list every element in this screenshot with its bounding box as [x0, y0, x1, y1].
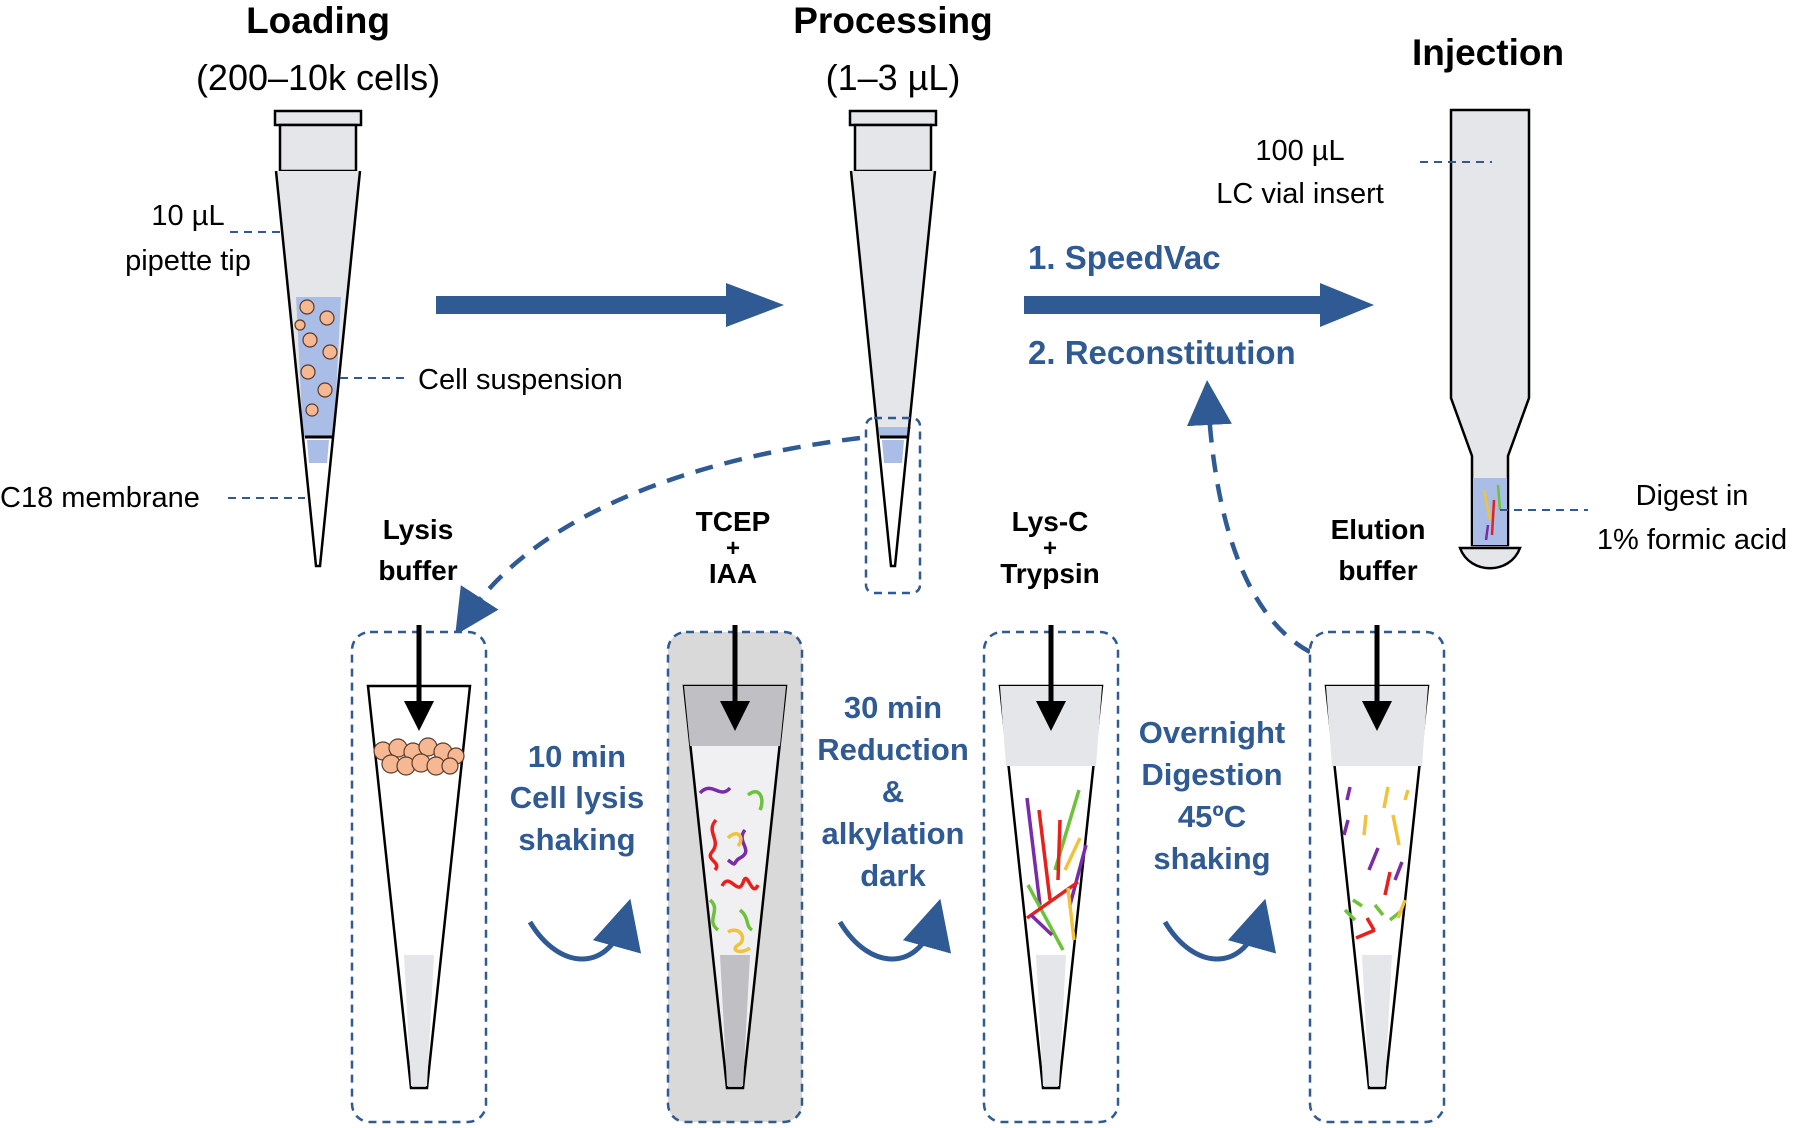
proteins-folded	[698, 786, 764, 954]
incubation-2-line5: dark	[860, 858, 926, 893]
reagent-plus-2: +	[1043, 535, 1057, 562]
transfer-step-2: 2. Reconstitution	[1028, 334, 1296, 371]
pipette-tip-loading	[273, 109, 363, 568]
curved-arrow-1	[527, 898, 642, 962]
stage-title-loading: Loading	[246, 0, 390, 41]
stage-title-injection: Injection	[1412, 32, 1564, 73]
stage-subtitle-loading: (200–10k cells)	[196, 57, 440, 98]
label-digest-line1: Digest in	[1636, 480, 1749, 512]
label-tip-line2: pipette tip	[125, 245, 251, 277]
incubation-1-line2: Cell lysis	[510, 780, 644, 815]
reagent-tcep: TCEP	[696, 506, 771, 537]
stage-title-processing: Processing	[793, 0, 992, 41]
curved-arrow-3	[1162, 898, 1277, 962]
reagent-elution-line2: buffer	[1338, 555, 1417, 586]
label-tip-line1: 10 µL	[151, 200, 224, 232]
incubation-3-line3: 45ºC	[1178, 799, 1246, 834]
label-digest-line2: 1% formic acid	[1597, 524, 1787, 556]
reagent-iaa: IAA	[709, 558, 757, 589]
reagent-trypsin: Trypsin	[1000, 558, 1100, 589]
tube-box-elution	[1308, 625, 1446, 1124]
dashed-arrow-to-lysis	[455, 435, 861, 636]
tube-box-lysis	[350, 625, 488, 1124]
reagent-lysis-line1: Lysis	[383, 514, 454, 545]
proteins-denatured	[1025, 789, 1088, 951]
reagent-lysis-line2: buffer	[378, 555, 457, 586]
incubation-2-line1: 30 min	[844, 690, 942, 725]
cell-suspension-liquid	[296, 297, 341, 437]
tube-box-digestion	[982, 625, 1120, 1124]
label-c18-membrane: C18 membrane	[0, 482, 200, 514]
dashed-arrow-to-reconstitution	[1186, 380, 1312, 654]
peptides	[1342, 786, 1410, 940]
arrow-loading-to-processing	[436, 283, 784, 327]
cells	[294, 299, 338, 417]
incubation-3-line2: Digestion	[1141, 757, 1282, 792]
incubation-2-line3: &	[882, 774, 904, 809]
incubation-3-line4: shaking	[1153, 841, 1270, 876]
stage-subtitle-processing: (1–3 µL)	[826, 57, 961, 98]
transfer-step-1: 1. SpeedVac	[1028, 239, 1221, 276]
leader-lines	[228, 161, 1588, 511]
incubation-1-line3: shaking	[518, 822, 635, 857]
arrow-processing-to-injection	[1024, 283, 1374, 327]
incubation-2-line2: Reduction	[817, 732, 969, 767]
reagent-plus-1: +	[726, 535, 740, 562]
reagent-lysc: Lys-C	[1012, 506, 1089, 537]
label-vial-line1: 100 µL	[1255, 135, 1344, 167]
curved-arrow-2	[837, 898, 952, 962]
tube-box-reduction	[666, 625, 804, 1124]
incubation-3-line1: Overnight	[1139, 715, 1285, 750]
label-cell-suspension: Cell suspension	[418, 364, 623, 396]
cell-pellet	[373, 737, 465, 776]
label-vial-line2: LC vial insert	[1216, 178, 1384, 210]
pipette-tip-processing	[848, 109, 938, 595]
reagent-elution-line1: Elution	[1331, 514, 1426, 545]
incubation-2-line4: alkylation	[822, 816, 965, 851]
incubation-1-line1: 10 min	[528, 739, 626, 774]
zoom-region-box	[864, 416, 922, 595]
lc-vial-insert	[1449, 108, 1531, 570]
